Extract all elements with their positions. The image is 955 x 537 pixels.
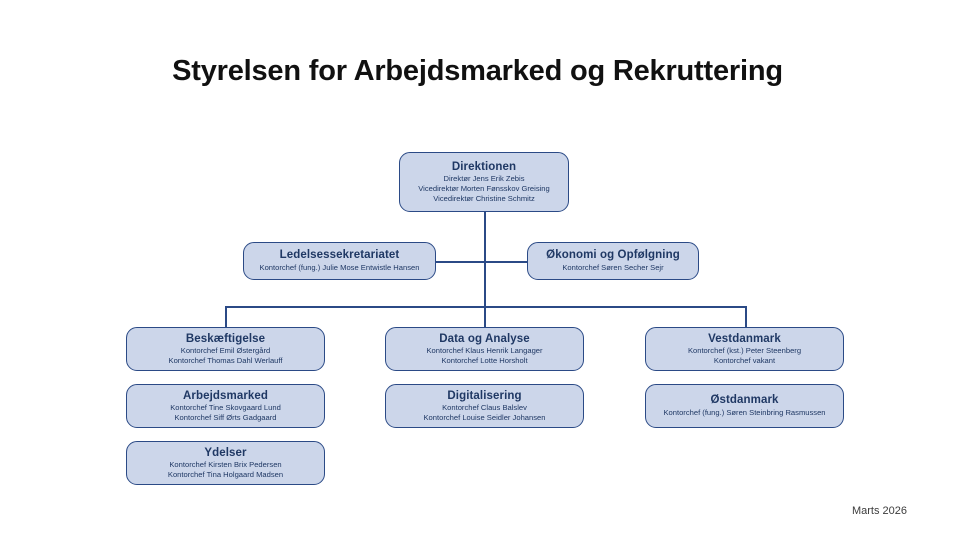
node-subtitle-line: Kontorchef Kirsten Brix Pedersen	[169, 460, 282, 470]
node-subtitle-line: Kontorchef Søren Secher Sejr	[562, 262, 664, 272]
node-subtitle-line: Kontorchef Emil Østergård	[180, 346, 271, 356]
node-title: Beskæftigelse	[185, 332, 266, 345]
node-subtitle-line: Kontorchef vakant	[713, 355, 776, 365]
node-vestdanmark[interactable]: Vestdanmark Kontorchef (kst.) Peter Stee…	[645, 327, 844, 371]
node-title: Økonomi og Opfølgning	[546, 249, 680, 262]
node-title: Ledelsessekretariatet	[279, 249, 400, 262]
node-subtitle-line: Kontorchef Klaus Henrik Langager	[426, 346, 543, 356]
footer-date: Marts 2026	[851, 505, 907, 517]
node-title: Data og Analyse	[439, 332, 530, 345]
node-okonomi-og-opfolgning[interactable]: Økonomi og Opfølgning Kontorchef Søren S…	[527, 242, 699, 280]
node-direktionen[interactable]: Direktionen Direktør Jens Erik Zebis Vic…	[399, 152, 569, 212]
connector-trunk-vertical	[484, 212, 486, 307]
connector-drop-data-og-analyse	[484, 306, 486, 327]
node-ostdanmark[interactable]: Østdanmark Kontorchef (fung.) Søren Stei…	[645, 384, 844, 428]
node-subtitle-line: Kontorchef Claus Balslev	[442, 403, 527, 413]
node-subtitle-line: Kontorchef Tina Holgaard Madsen	[167, 469, 284, 479]
node-digitalisering[interactable]: Digitalisering Kontorchef Claus Balslev …	[385, 384, 584, 428]
connector-drop-vestdanmark	[745, 306, 747, 327]
node-subtitle-line: Kontorchef Siff Ørts Gadgaard	[174, 412, 277, 422]
node-subtitle-line: Kontorchef Lotte Horsholt	[441, 355, 528, 365]
node-title: Digitalisering	[447, 389, 522, 402]
node-ledelsessekretariatet[interactable]: Ledelsessekretariatet Kontorchef (fung.)…	[243, 242, 436, 280]
node-title: Vestdanmark	[708, 332, 781, 345]
node-subtitle-line: Kontorchef Thomas Dahl Werlauff	[168, 355, 283, 365]
node-subtitle-line: Kontorchef (fung.) Julie Mose Entwistle …	[259, 262, 420, 272]
node-title: Østdanmark	[710, 394, 779, 407]
connector-level2-horizontal	[435, 261, 527, 263]
node-subtitle-line: Kontorchef Tine Skovgaard Lund	[170, 403, 281, 413]
node-subtitle-line: Kontorchef (fung.) Søren Steinbring Rasm…	[663, 407, 826, 417]
page-title: Styrelsen for Arbejdsmarked og Rekrutter…	[172, 55, 783, 87]
node-subtitle-line: Vicedirektør Morten Fønsskov Greising	[418, 183, 550, 193]
node-subtitle-line: Vicedirektør Christine Schmitz	[433, 193, 535, 203]
node-title: Direktionen	[451, 160, 517, 173]
node-subtitle-line: Direktør Jens Erik Zebis	[443, 174, 525, 184]
node-title: Arbejdsmarked	[182, 389, 269, 402]
node-title: Ydelser	[204, 446, 247, 459]
node-subtitle-line: Kontorchef (kst.) Peter Steenberg	[687, 346, 802, 356]
node-data-og-analyse[interactable]: Data og Analyse Kontorchef Klaus Henrik …	[385, 327, 584, 371]
node-beskaeftigelse[interactable]: Beskæftigelse Kontorchef Emil Østergård …	[126, 327, 325, 371]
node-arbejdsmarked[interactable]: Arbejdsmarked Kontorchef Tine Skovgaard …	[126, 384, 325, 428]
connector-drop-beskaeftigelse	[225, 306, 227, 327]
node-subtitle-line: Kontorchef Louise Seidler Johansen	[423, 412, 546, 422]
node-ydelser[interactable]: Ydelser Kontorchef Kirsten Brix Pedersen…	[126, 441, 325, 485]
